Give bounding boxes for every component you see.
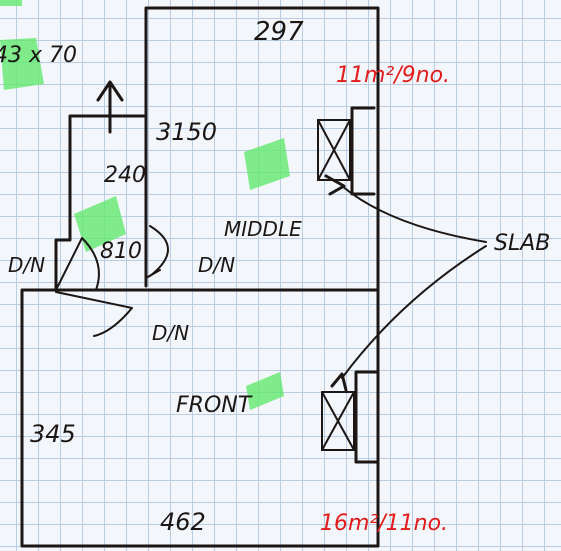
slab-leader-upper bbox=[341, 185, 487, 243]
door-swing-store bbox=[55, 237, 100, 291]
door-swing-front bbox=[55, 291, 133, 337]
arrow-up-icon bbox=[96, 80, 124, 134]
highlight-mark-top-edge bbox=[0, 0, 22, 6]
door-note-front-label: D/N bbox=[152, 321, 189, 345]
middle-room-outline bbox=[144, 6, 380, 292]
slab-label: SLAB bbox=[494, 231, 550, 256]
highlight-mark-front bbox=[246, 372, 284, 410]
slab-leader-lower bbox=[341, 245, 487, 379]
slab-bottom-spec-label: 16m²/11no. bbox=[320, 511, 448, 536]
room-front-label: FRONT bbox=[176, 393, 253, 418]
slab-top-spec-label: 11m²/9no. bbox=[336, 63, 450, 88]
highlight-mark-top-left bbox=[0, 38, 44, 90]
front-height-label: 345 bbox=[30, 420, 76, 448]
store-dimension-label: 3150 bbox=[156, 118, 217, 146]
door-swing-middle bbox=[145, 225, 169, 279]
store-outline bbox=[54, 114, 148, 292]
door-note-left-label: D/N bbox=[8, 253, 45, 277]
highlight-mark-store bbox=[74, 196, 126, 252]
door-note-middle-label: D/N bbox=[198, 253, 235, 277]
top-dimension-label: 297 bbox=[254, 17, 304, 47]
store-depth-label: 240 bbox=[104, 163, 146, 188]
timber-size-label: 43 x 70 bbox=[0, 43, 77, 68]
slab-lower-detail bbox=[321, 370, 380, 464]
front-room-outline bbox=[20, 288, 380, 548]
door-small-dim-label: 810 bbox=[100, 239, 142, 264]
highlight-mark-middle bbox=[244, 138, 290, 190]
bottom-dimension-label: 462 bbox=[160, 508, 206, 536]
room-middle-label: MIDDLE bbox=[224, 217, 302, 241]
slab-upper-detail bbox=[317, 106, 376, 196]
